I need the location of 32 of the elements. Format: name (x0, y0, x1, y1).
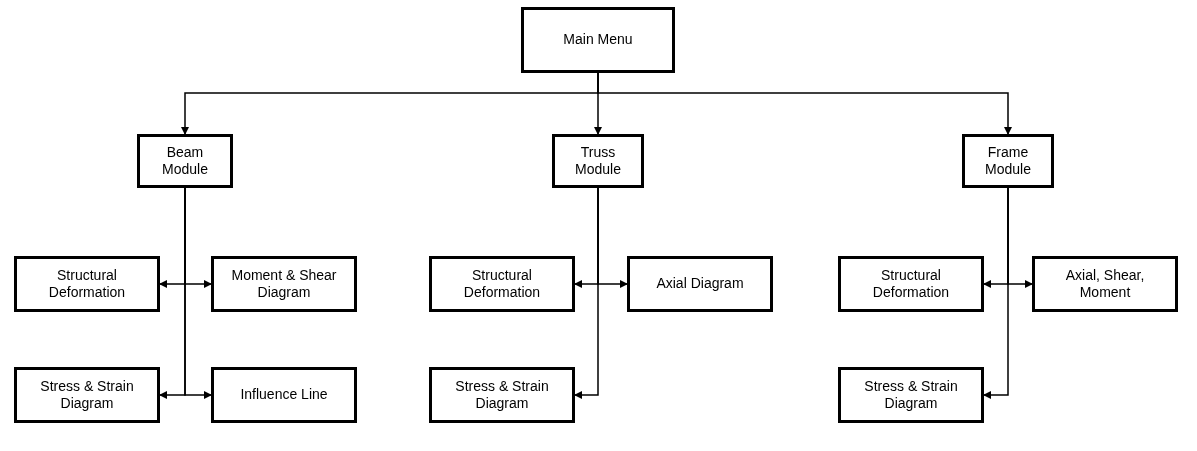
box-label: Influence Line (240, 386, 328, 404)
box-label: Structural Deformation (462, 266, 542, 302)
menu-box (1032, 256, 1178, 312)
box-label: Moment & Shear Diagram (230, 266, 338, 302)
menu-box (429, 367, 575, 423)
menu-box (521, 7, 675, 73)
menu-box (962, 134, 1054, 188)
arrow (574, 187, 599, 399)
menu-box (137, 134, 233, 188)
menu-box (838, 367, 984, 423)
box-label: Structural Deformation (47, 266, 127, 302)
box-label: Axial, Shear, Moment (1064, 266, 1146, 302)
menu-box (211, 256, 357, 312)
menu-box (552, 134, 644, 188)
menu-box (211, 367, 357, 423)
box-label: Stress & Strain Diagram (454, 377, 550, 413)
arrow (184, 187, 212, 399)
box-label: Stress & Strain Diagram (39, 377, 135, 413)
menu-box (838, 256, 984, 312)
box-label: Beam Module (161, 143, 209, 179)
arrow (983, 187, 1009, 399)
box-label: Truss Module (574, 143, 622, 179)
box-label: Stress & Strain Diagram (863, 377, 959, 413)
menu-box (14, 367, 160, 423)
menu-box (627, 256, 773, 312)
box-label: Main Menu (563, 31, 633, 49)
menu-box (14, 256, 160, 312)
box-label: Frame Module (984, 143, 1032, 179)
arrow (597, 72, 1012, 135)
box-label: Structural Deformation (871, 266, 951, 302)
box-label: Axial Diagram (656, 275, 744, 293)
menu-box (429, 256, 575, 312)
